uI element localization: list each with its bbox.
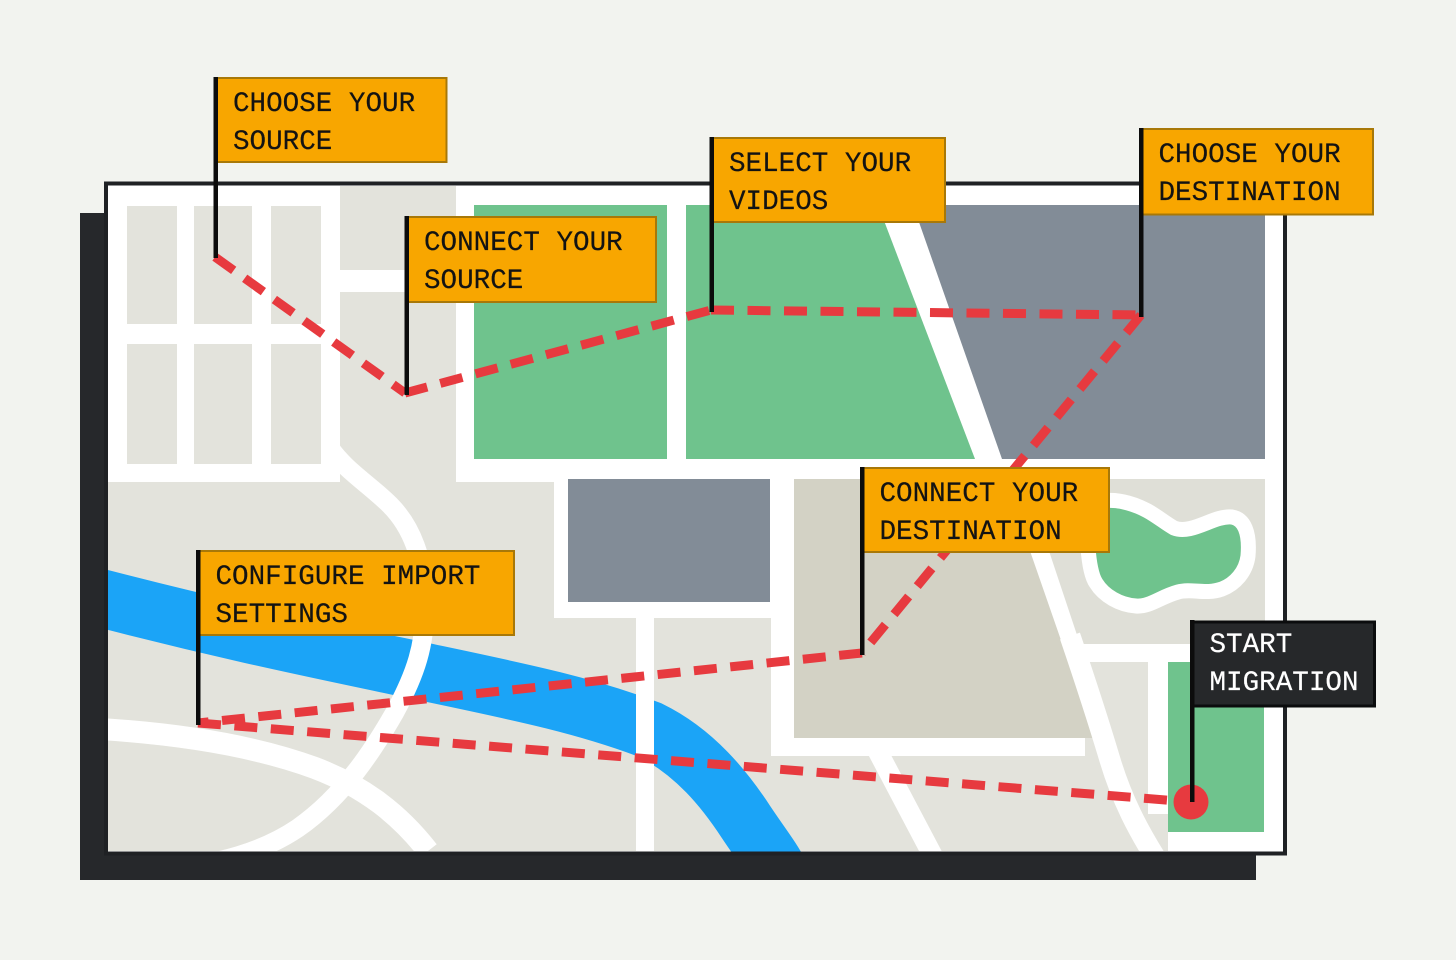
svg-text:SOURCE: SOURCE [233, 127, 332, 158]
svg-text:SELECT YOUR: SELECT YOUR [729, 149, 911, 180]
svg-text:CHOOSE YOUR: CHOOSE YOUR [233, 89, 415, 120]
svg-text:VIDEOS: VIDEOS [729, 187, 828, 218]
svg-text:CHOOSE YOUR: CHOOSE YOUR [1159, 140, 1341, 171]
svg-text:CONFIGURE IMPORT: CONFIGURE IMPORT [216, 562, 481, 593]
svg-text:MIGRATION: MIGRATION [1210, 668, 1359, 699]
svg-text:SETTINGS: SETTINGS [216, 600, 348, 631]
svg-text:CONNECT YOUR: CONNECT YOUR [424, 228, 623, 259]
svg-text:DESTINATION: DESTINATION [1159, 178, 1341, 209]
svg-text:START: START [1210, 630, 1293, 661]
svg-text:CONNECT YOUR: CONNECT YOUR [880, 479, 1079, 510]
svg-text:DESTINATION: DESTINATION [880, 517, 1062, 548]
svg-text:SOURCE: SOURCE [424, 266, 523, 297]
